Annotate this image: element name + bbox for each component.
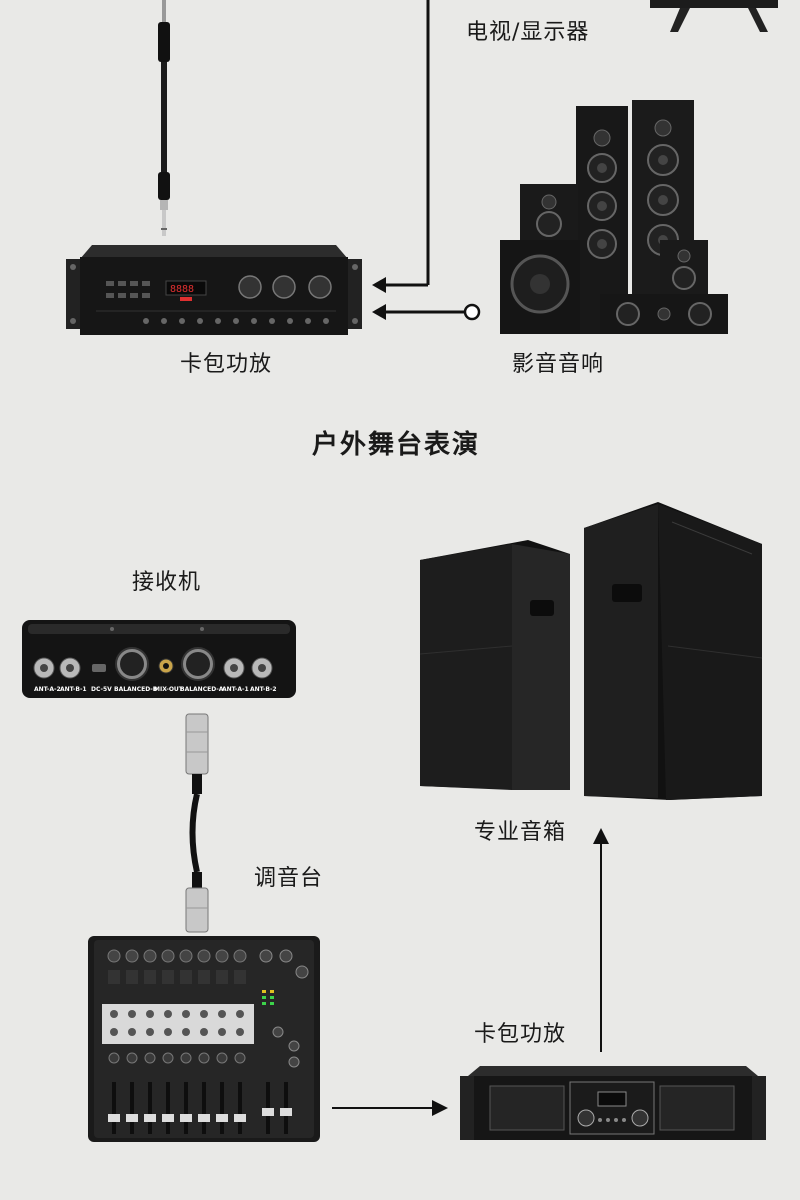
receiver-port-label: ANT-B-2 (250, 686, 277, 693)
audio-mixer-image (88, 936, 320, 1142)
receiver-port-label: ANT-A-1 (222, 686, 249, 693)
tv-display-image (650, 0, 780, 40)
mixer-to-amp-arrow (332, 1096, 450, 1120)
receiver-port-label: BALANCED-A (180, 686, 223, 693)
audio-jack-cable-image (150, 0, 180, 240)
receiver-port-label: ANT-A-2 (34, 686, 61, 693)
svg-text:8888: 8888 (170, 284, 194, 295)
home-speakers-label: 影音音响 (512, 346, 604, 378)
receiver-port-label: BALANCED-B (114, 686, 157, 693)
home-theater-speakers-image (498, 98, 730, 338)
xlr-cable-image (178, 712, 218, 934)
speakers-to-amp-arrow (370, 300, 482, 324)
receiver-port-label: DC-5V (91, 686, 112, 693)
tv-to-amp-arrow (370, 0, 440, 300)
karaoke-amplifier-image: 8888 (66, 245, 362, 337)
pro-amplifier-image (460, 1066, 766, 1140)
pro-speakers-label: 专业音箱 (474, 814, 566, 846)
pro-speakers-image (416, 500, 766, 800)
pro-amp-label: 卡包功放 (474, 1016, 566, 1048)
tv-label: 电视/显示器 (466, 14, 589, 46)
receiver-label: 接收机 (132, 564, 201, 596)
amp-to-speakers-arrow (590, 826, 612, 1054)
receiver-port-label: MIX-OUT (154, 686, 183, 693)
karaoke-amp-label: 卡包功放 (180, 346, 272, 378)
mixer-label: 调音台 (254, 860, 323, 892)
outdoor-stage-title: 户外舞台表演 (312, 424, 480, 461)
receiver-port-label: ANT-B-1 (60, 686, 87, 693)
